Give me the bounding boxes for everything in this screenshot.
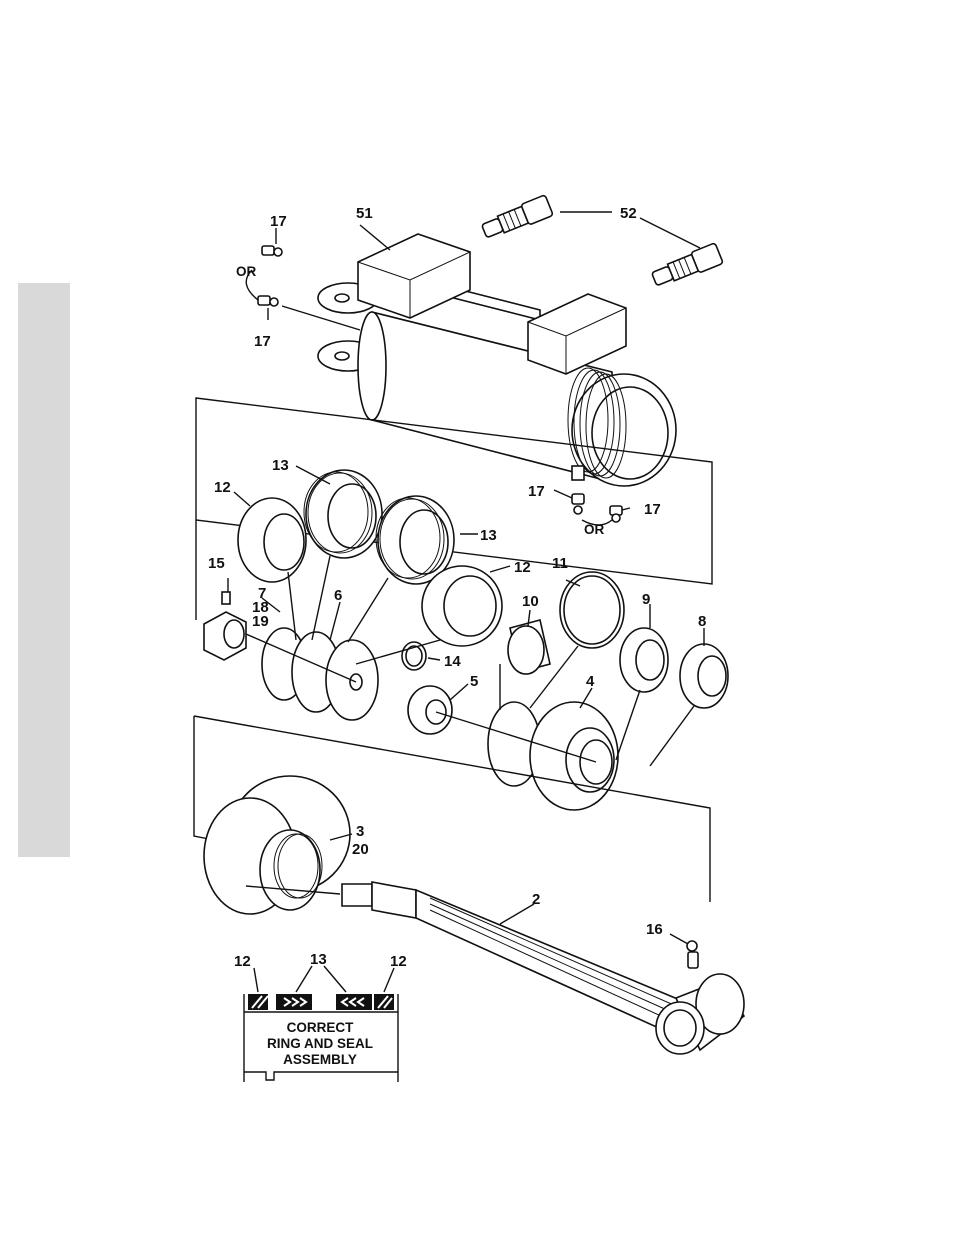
inset-label-13: 13 — [310, 951, 327, 968]
cylinder-barrel — [318, 234, 676, 486]
callout-4: 4 — [586, 673, 595, 690]
callout-13: 13 — [480, 527, 497, 544]
rod-panel-side — [194, 716, 214, 840]
inset-caption: CORRECT RING AND SEAL ASSEMBLY — [267, 1020, 373, 1067]
callout-3: 3 — [356, 823, 364, 840]
callout-17: 17 — [644, 501, 661, 518]
inset-label-12: 12 — [390, 953, 407, 970]
callout-19: 19 — [252, 613, 269, 630]
caption-line-3: ASSEMBLY — [283, 1052, 357, 1067]
callout-17: 17 — [528, 483, 545, 500]
callout-5: 5 — [470, 673, 478, 690]
callout-12: 12 — [514, 559, 531, 576]
callout-17: 17 — [254, 333, 271, 350]
caption-line-2: RING AND SEAL — [267, 1036, 373, 1051]
piston-parts — [204, 470, 728, 810]
callout-14: 14 — [444, 653, 461, 670]
callout-16: 16 — [646, 921, 663, 938]
or-label: OR — [584, 522, 605, 537]
callout-52: 52 — [620, 205, 637, 222]
callout-9: 9 — [642, 591, 650, 608]
callout-12: 12 — [214, 479, 231, 496]
inset-label-12: 12 — [234, 953, 251, 970]
or-label: OR — [236, 264, 257, 279]
caption-line-1: CORRECT — [287, 1020, 355, 1035]
callout-11: 11 — [552, 555, 568, 572]
callout-8: 8 — [698, 613, 706, 630]
callout-10: 10 — [522, 593, 539, 610]
callout-13: 13 — [272, 457, 289, 474]
callout-2: 2 — [532, 891, 540, 908]
callout-6: 6 — [334, 587, 342, 604]
callout-17: 17 — [270, 213, 287, 230]
callout-15: 15 — [208, 555, 225, 572]
callout-20: 20 — [352, 841, 369, 858]
callout-51: 51 — [356, 205, 373, 222]
